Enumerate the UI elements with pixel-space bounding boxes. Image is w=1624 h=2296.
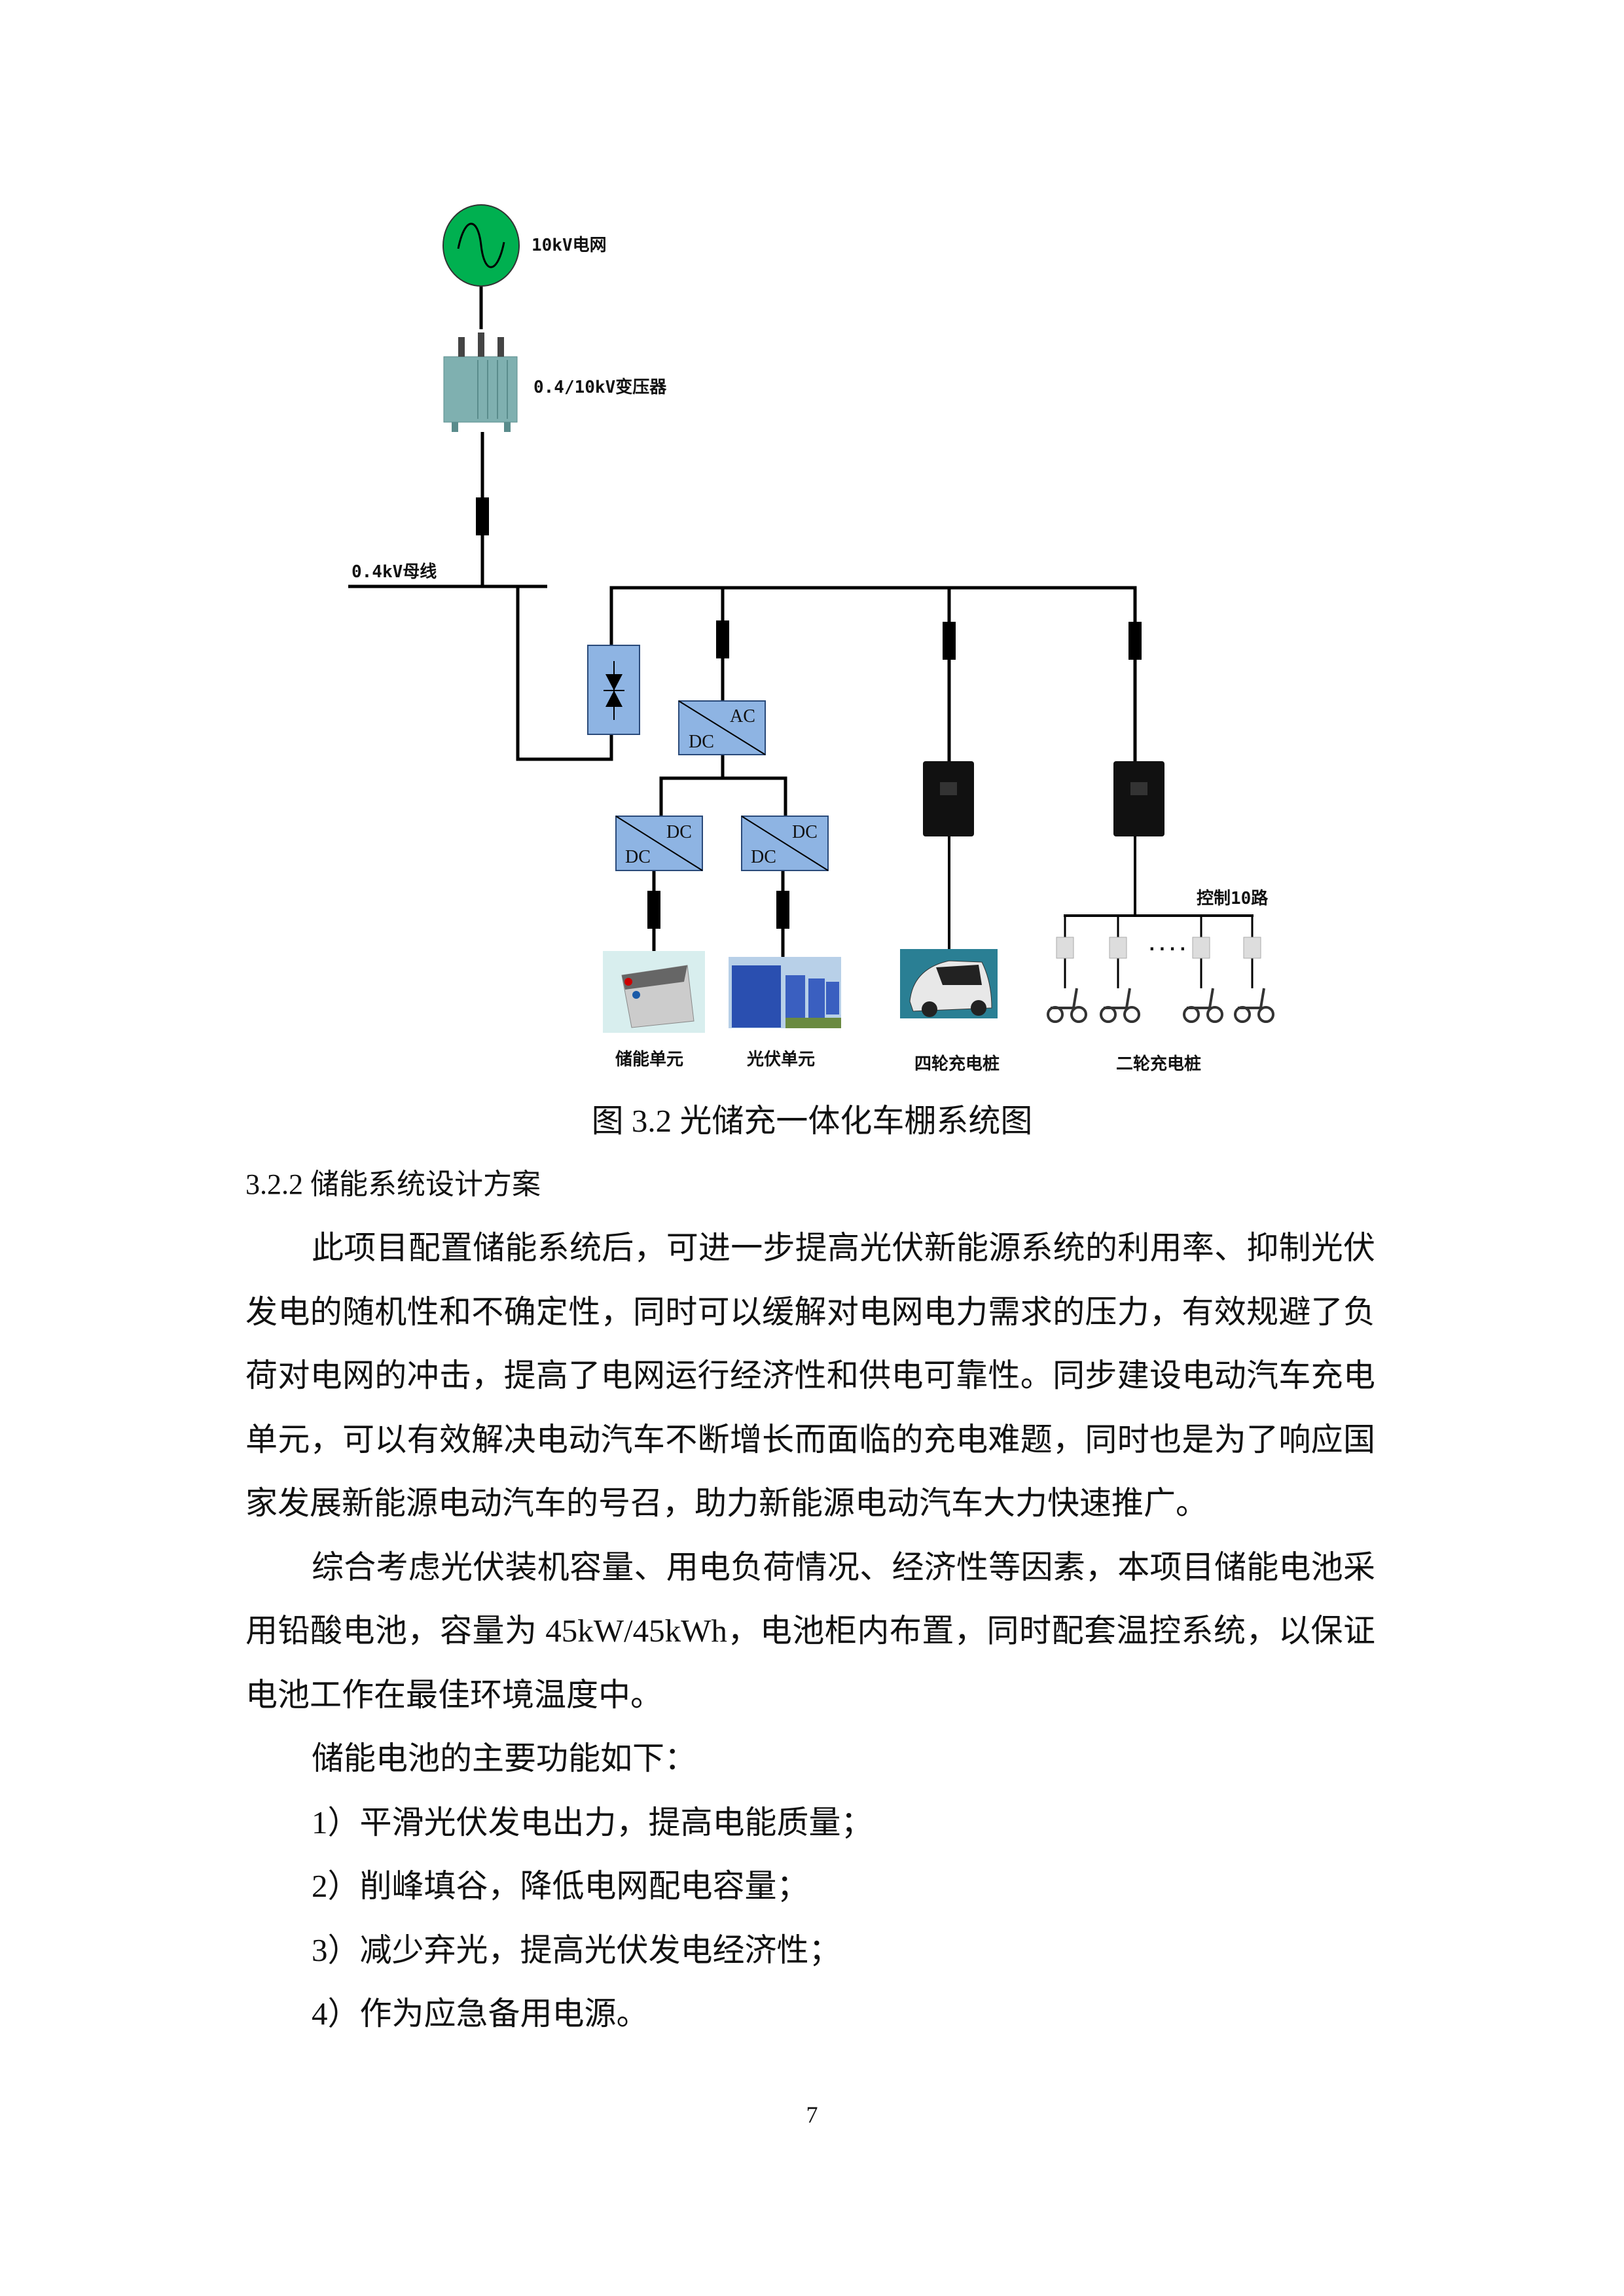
dc-label: DC bbox=[792, 822, 818, 842]
two-wheel-charger-label: 二轮充电桩 bbox=[1116, 1054, 1201, 1074]
list-item: 2）削峰填谷，降低电网配电容量； bbox=[312, 1868, 809, 1904]
pv-panel-image bbox=[729, 957, 841, 1028]
dc-label: DC bbox=[625, 847, 651, 867]
list-item: 4）作为应急备用电源。 bbox=[312, 1996, 649, 2032]
figure-caption: 图 3.2 光储充一体化车棚系统图 bbox=[591, 1103, 1033, 1139]
control-label: 控制10路 bbox=[1197, 888, 1269, 908]
list-item: 3）减少弃光，提高光伏发电经济性； bbox=[312, 1931, 841, 1968]
text-line: 发电的随机性和不确定性，同时可以缓解对电网电力需求的压力，有效规避了负 bbox=[245, 1293, 1375, 1330]
breaker-icons bbox=[476, 497, 1142, 929]
grid-label: 10kV电网 bbox=[532, 236, 607, 255]
text-line: 荷对电网的冲击，提高了电网运行经济性和供电可靠性。同步建设电动汽车充电 bbox=[245, 1357, 1375, 1393]
list-item: 1）平滑光伏发电出力，提高电能质量； bbox=[312, 1804, 873, 1840]
paragraph: 此项目配置储能系统后，可进一步提高光伏新能源系统的利用率、抑制光伏 发电的随机性… bbox=[245, 1216, 1375, 1535]
text-line: 单元，可以有效解决电动汽车不断增长而面临的充电难题，同时也是为了响应国 bbox=[245, 1421, 1375, 1458]
text-line: 储能电池的主要功能如下： bbox=[312, 1740, 697, 1776]
section-heading: 3.2.2 储能系统设计方案 bbox=[245, 1168, 541, 1200]
dc-label: DC bbox=[666, 822, 692, 842]
page-number: 7 bbox=[806, 2102, 818, 2128]
text-line: 此项目配置储能系统后，可进一步提高光伏新能源系统的利用率、抑制光伏 bbox=[312, 1230, 1375, 1266]
paragraph: 储能电池的主要功能如下： bbox=[245, 1727, 1375, 1791]
four-wheel-charger-icon bbox=[923, 761, 974, 836]
text-line: 综合考虑光伏装机容量、用电负荷情况、经济性等因素，本项目储能电池采 bbox=[312, 1549, 1375, 1585]
four-wheel-charger-label: 四轮充电桩 bbox=[914, 1054, 1000, 1074]
bus-label: 0.4kV母线 bbox=[352, 562, 437, 582]
scooter-icons bbox=[1047, 988, 1274, 1023]
system-diagram: 10kV电网 0.4/10kV变压器 0.4kV母线 AC DC DC DC bbox=[348, 204, 1274, 1074]
grid-source-icon bbox=[442, 204, 520, 287]
text-line: 用铅酸电池，容量为 45kW/45kWh，电池柜内布置，同时配套温控系统，以保证 bbox=[245, 1613, 1375, 1649]
transformer-label: 0.4/10kV变压器 bbox=[533, 377, 667, 397]
transformer-icon bbox=[443, 332, 518, 432]
storage-unit-label: 储能单元 bbox=[615, 1049, 683, 1069]
pv-unit-label: 光伏单元 bbox=[746, 1050, 815, 1069]
dc-dc-converter-pv: DC DC bbox=[741, 816, 829, 871]
dc-dc-converter-storage: DC DC bbox=[615, 816, 703, 871]
ac-label: AC bbox=[730, 706, 755, 726]
paragraph: 综合考虑光伏装机容量、用电负荷情况、经济性等因素，本项目储能电池采 用铅酸电池，… bbox=[245, 1535, 1375, 1727]
socket-icons bbox=[1056, 937, 1261, 959]
electric-car-image bbox=[900, 949, 998, 1018]
switch-thyristor-icon bbox=[587, 645, 640, 735]
more-outlets-dots: .... bbox=[1147, 935, 1188, 955]
dc-label: DC bbox=[751, 847, 776, 867]
battery-image bbox=[603, 951, 705, 1033]
ac-dc-converter: AC DC bbox=[678, 700, 766, 755]
text-line: 电池工作在最佳环境温度中。 bbox=[245, 1676, 663, 1713]
section-body: 此项目配置储能系统后，可进一步提高光伏新能源系统的利用率、抑制光伏 发电的随机性… bbox=[245, 1216, 1375, 2046]
text-line: 家发展新能源电动汽车的号召，助力新能源电动汽车大力快速推广。 bbox=[245, 1485, 1208, 1521]
dc-label: DC bbox=[689, 732, 714, 752]
function-list: 1）平滑光伏发电出力，提高电能质量； 2）削峰填谷，降低电网配电容量； 3）减少… bbox=[245, 1791, 1375, 2046]
two-wheel-charger-icon bbox=[1113, 761, 1164, 836]
